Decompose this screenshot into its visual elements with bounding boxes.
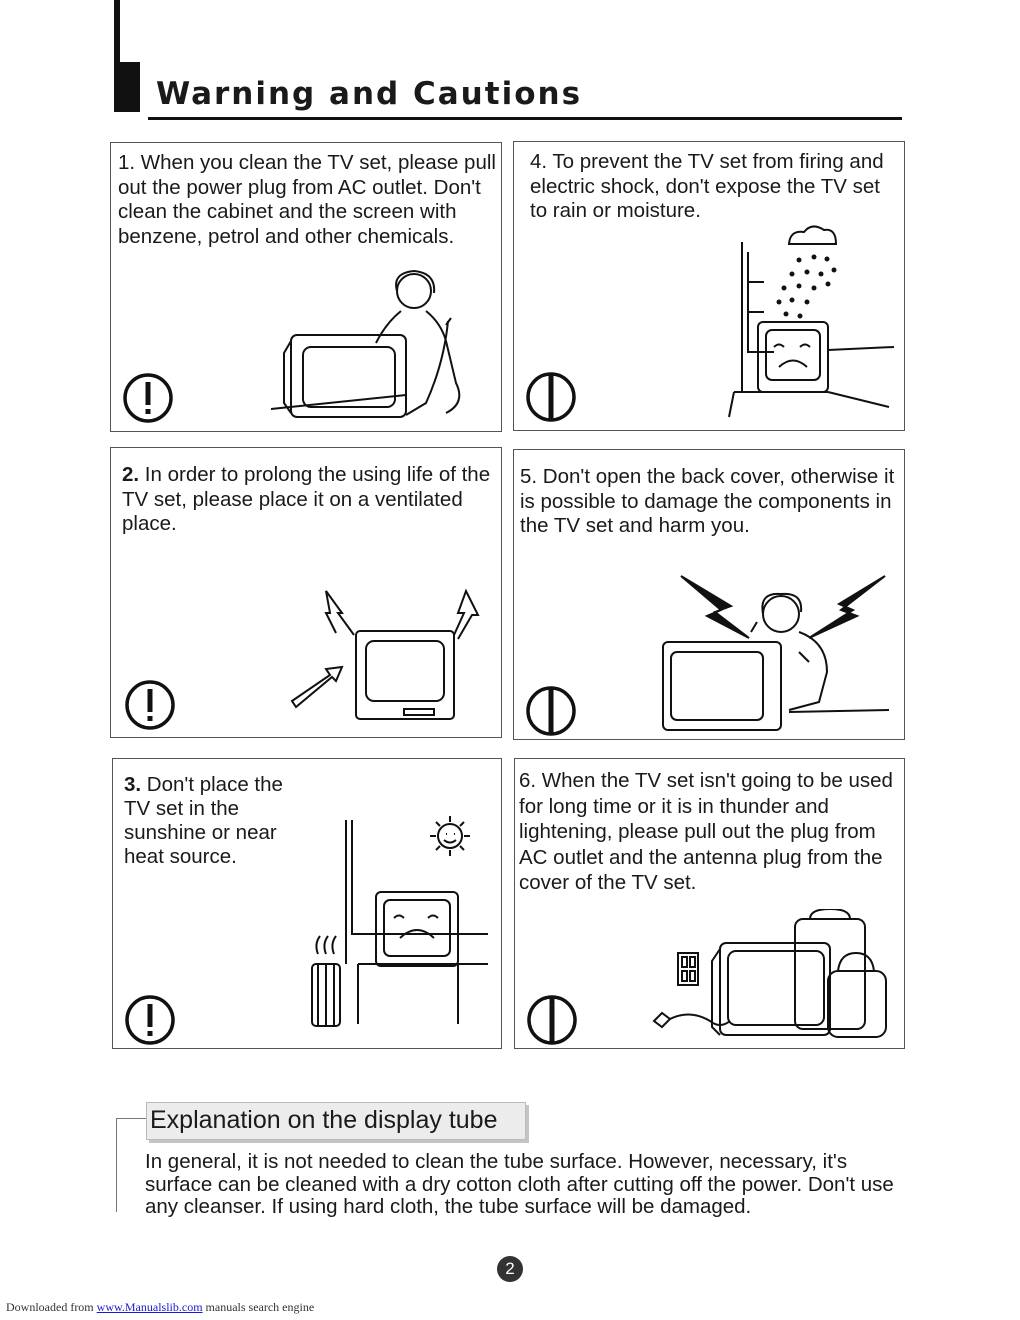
manualslib-link[interactable]: www.Manualslib.com — [96, 1300, 203, 1314]
opening-back-cover-illustration — [662, 575, 890, 731]
tv-in-rain-illustration — [728, 225, 895, 418]
caution-panel-4: 4. To prevent the TV set from firing and… — [513, 141, 905, 431]
exclamation-icon — [123, 373, 173, 423]
explanation-bracket-side — [116, 1118, 117, 1212]
prohibition-icon — [527, 995, 577, 1045]
prohibition-icon — [526, 372, 576, 422]
caution-text-6: 6. When the TV set isn't going to be use… — [519, 769, 893, 894]
caution-text-2: 2. In order to prolong the using life of… — [122, 463, 497, 537]
header-bar-thick — [114, 62, 140, 112]
download-footer: Downloaded from www.Manualslib.com manua… — [6, 1300, 314, 1315]
footer-prefix: Downloaded from — [6, 1300, 97, 1314]
prohibition-icon — [526, 686, 576, 736]
woman-cleaning-tv-illustration — [270, 269, 461, 418]
tv-ventilation-illustration — [290, 588, 480, 720]
footer-suffix: manuals search engine — [202, 1300, 315, 1314]
caution-text-3: 3. Don't place the TV set in the sunshin… — [124, 773, 309, 869]
caution-number-3: 3. — [124, 773, 142, 796]
caution-number-2: 2. — [122, 463, 140, 486]
unplugged-tv-with-luggage-illustration — [652, 909, 887, 1038]
caution-panel-1: 1. When you clean the TV set, please pul… — [110, 142, 502, 432]
explanation-body: In general, it is not needed to clean th… — [145, 1150, 894, 1218]
caution-panel-5: 5. Don't open the back cover, otherwise … — [513, 449, 905, 740]
caution-panel-3: 3. Don't place the TV set in the sunshin… — [112, 758, 502, 1049]
explanation-bracket-top — [116, 1118, 148, 1119]
caution-text-5: 5. Don't open the back cover, otherwise … — [520, 465, 895, 537]
caution-text-4: 4. To prevent the TV set from firing and… — [530, 150, 884, 222]
exclamation-icon — [125, 995, 175, 1045]
explanation-title: Explanation on the display tube — [150, 1106, 498, 1134]
caution-text-1: 1. When you clean the TV set, please pul… — [118, 151, 496, 248]
page-title: Warning and Cautions — [156, 76, 583, 112]
caution-body-3: Don't place the TV set in the sunshine o… — [124, 773, 283, 868]
exclamation-icon — [125, 680, 175, 730]
header-bar-thin — [114, 0, 120, 62]
page-number-badge: 2 — [497, 1256, 523, 1282]
caution-panel-6: 6. When the TV set isn't going to be use… — [514, 758, 905, 1049]
caution-body-2: In order to prolong the using life of th… — [122, 463, 491, 535]
caution-panel-2: 2. In order to prolong the using life of… — [110, 447, 502, 738]
explanation-title-box — [146, 1102, 526, 1140]
header-rule — [148, 117, 902, 120]
tv-near-heat-illustration — [311, 816, 488, 1027]
